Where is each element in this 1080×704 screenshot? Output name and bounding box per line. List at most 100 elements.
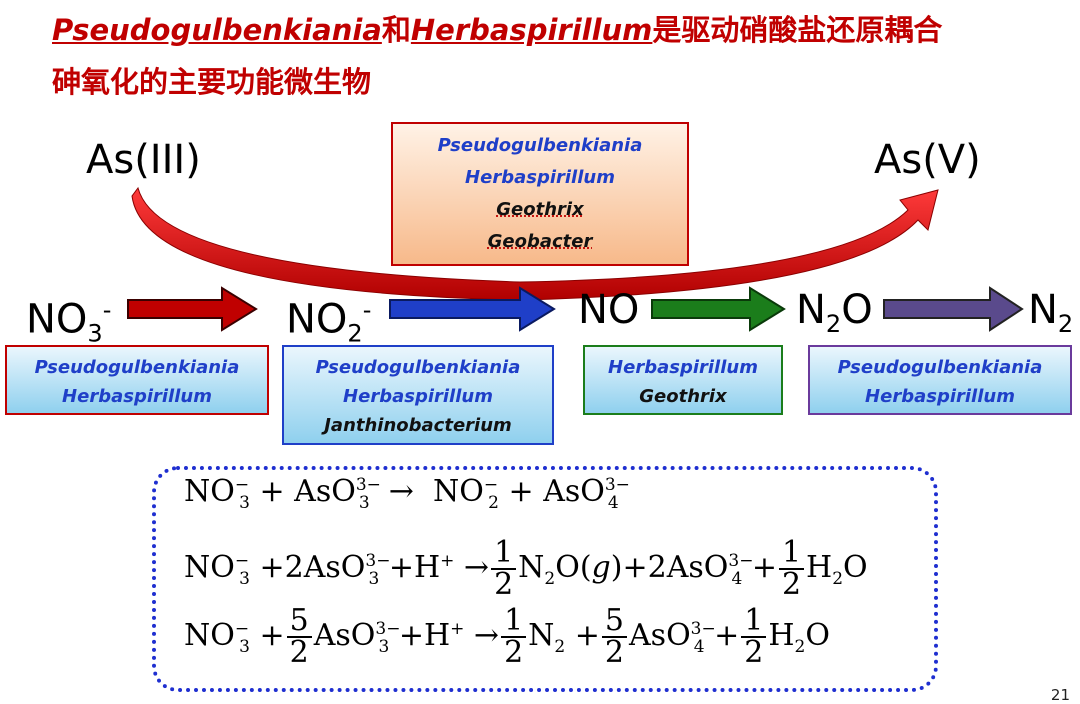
eq-sub: 2 [488,493,499,513]
eq-sup: − [234,475,250,495]
species-name: Pseudogulbenkiania [34,357,240,378]
eq-term: NO [184,618,235,653]
arsenic-oxidation-arrow [131,186,939,301]
eq-sub: 2 [554,637,566,657]
eq-term: H [768,618,795,653]
eq-arrow: → [388,474,414,509]
eq-sub: 2 [832,569,844,589]
eq-denominator: 2 [604,635,625,670]
chem-text: NO [26,296,88,343]
eq-sub: 3 [239,637,250,657]
eq-sup: 3− [355,475,381,495]
equations-box [152,466,938,692]
chem-nitrous-oxide: N2O [796,288,873,346]
eq-phase: g [591,550,611,585]
eq-sup: + [440,551,455,571]
eq-term: ) [610,550,623,585]
eq-sup: 3− [728,551,754,571]
eq-term: AsO [313,618,376,653]
eq-coefficient: 2 [647,550,667,585]
eq-sub: 3 [239,493,250,513]
chem-text: N [1028,287,1058,333]
eq-denominator: 2 [289,635,309,670]
eq-sub: 3 [358,493,370,513]
equation-1: NO−3 + AsO3−3 → NO−2 + AsO3−4 [184,474,630,513]
eq-term: O [843,550,868,585]
chem-sub: 2 [1057,310,1074,338]
eq-operator: + [259,550,285,585]
chem-sub: 2 [825,310,842,338]
title-species-1: Pseudogulbenkiania [52,13,382,47]
label-as-v: As(V) [874,137,981,183]
species-name: Pseudogulbenkiania [437,135,643,156]
eq-sub: 4 [731,569,743,589]
title-rest-line1: 是驱动硝酸盐还原耦合 [652,13,943,47]
eq-denominator: 2 [744,635,764,670]
eq-sub: 2 [794,637,806,657]
species-name: Geothrix [496,199,584,220]
eq-term: H [413,550,441,585]
chem-text: NO [286,296,348,343]
eq-denominator: 2 [781,567,802,602]
eq-term: NO [184,474,235,509]
eq-denominator: 2 [504,635,524,670]
chem-text: O [841,287,873,333]
step-box-nitrate-reduction: Pseudogulbenkiania Herbaspirillum [5,345,269,415]
eq-sup: − [483,475,499,495]
slide-title: Pseudogulbenkiania和Herbaspirillum是驱动硝酸盐还… [52,4,1062,108]
species-name: Herbaspirillum [865,386,1015,407]
eq-term: AsO [666,550,729,585]
eq-operator: + [398,618,424,653]
eq-sup: 3− [690,619,716,639]
species-name: Geothrix [639,386,727,407]
eq-numerator: 1 [778,538,805,570]
eq-operator: + [259,618,285,653]
chem-sub: 3 [87,319,103,348]
chem-nitrate: NO3- [26,288,111,355]
title-conjunction: 和 [381,13,411,47]
chem-nitrite: NO2- [286,288,371,355]
chem-sub: 2 [347,319,363,348]
eq-sup: + [450,619,465,639]
arrow-no2-to-no [389,286,556,332]
title-species-2: Herbaspirillum [410,13,653,47]
page-number: 21 [1050,686,1070,704]
eq-operator: + [622,550,648,585]
species-name: Herbaspirillum [62,386,212,407]
species-name: Herbaspirillum [465,167,615,188]
arsenic-oxidizer-box: Pseudogulbenkiania Herbaspirillum Geothr… [391,122,689,266]
arrow-no3-to-no2 [127,286,258,332]
species-name: Janthinobacterium [324,415,512,436]
eq-term: H [806,550,833,585]
eq-term: O [805,618,830,653]
eq-operator: + [388,550,414,585]
eq-term: AsO [543,474,605,509]
eq-term: NO [184,550,235,585]
eq-sup: 3− [365,551,391,571]
species-name: Herbaspirillum [343,386,493,407]
eq-denominator: 2 [494,567,514,602]
label-as-iii: As(III) [86,137,201,183]
eq-sub: 3 [368,569,380,589]
step-box-no-reduction: Herbaspirillum Geothrix [583,345,783,415]
arrow-n2o-to-n2 [883,286,1024,332]
eq-operator: + [259,474,285,509]
eq-sup: − [234,551,250,571]
eq-numerator: 5 [286,606,312,638]
step-box-n2o-reduction: Pseudogulbenkiania Herbaspirillum [808,345,1072,415]
chem-text: N [796,287,826,333]
eq-numerator: 1 [741,606,767,638]
eq-term: H [423,618,451,653]
eq-sub: 3 [378,637,390,657]
title-line2: 砷氧化的主要功能微生物 [52,65,372,99]
eq-numerator: 1 [501,606,527,638]
species-name: Herbaspirillum [608,357,758,378]
chem-nitric-oxide: NO [578,288,639,332]
eq-coefficient: 2 [284,550,304,585]
